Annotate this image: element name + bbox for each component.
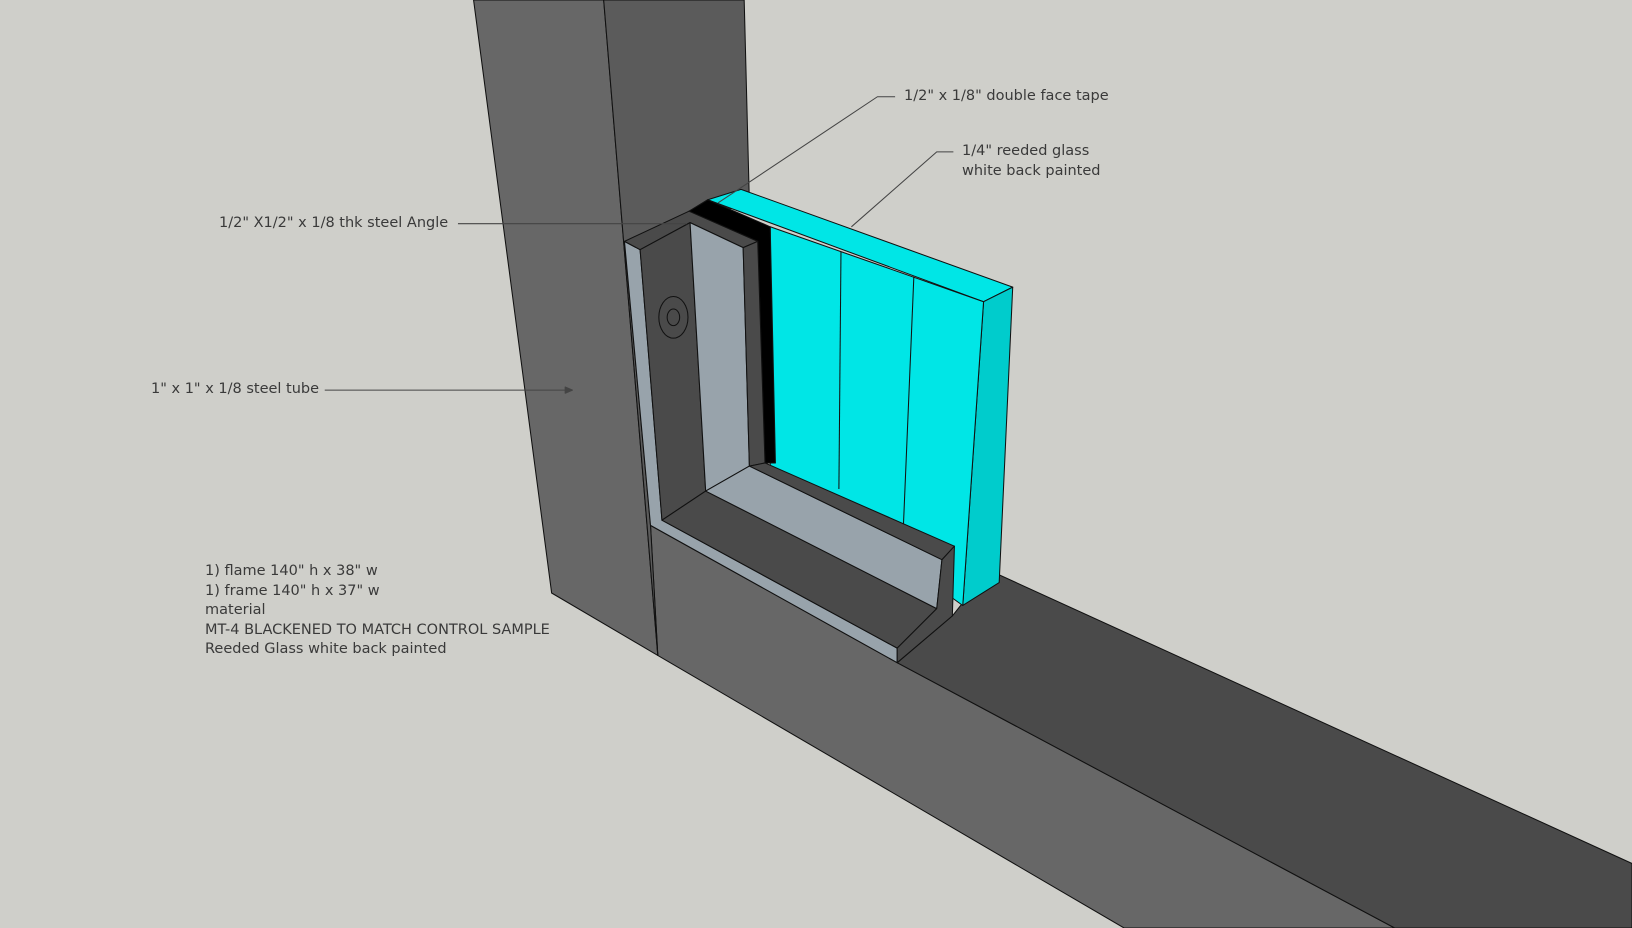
arrow-icon	[564, 386, 573, 394]
screw-hole	[666, 308, 681, 327]
note-line: 1) flame 140" h x 38" w	[205, 563, 378, 579]
leader-lines	[324, 96, 954, 394]
note-line: MT-4 BLACKENED TO MATCH CONTROL SAMPLE	[205, 621, 550, 638]
leader-glass	[851, 151, 954, 228]
label-tape: 1/2" x 1/8" double face tape	[904, 88, 1109, 104]
label-glass-line2: white back painted	[962, 163, 1101, 179]
reed-line	[902, 276, 915, 526]
screw-icon	[658, 295, 689, 339]
angle-end	[896, 545, 955, 664]
label-glass-line1: 1/4" reeded glass	[962, 143, 1090, 159]
leader-tape	[717, 96, 896, 204]
label-angle: 1/2" X1/2" x 1/8 thk steel Angle	[219, 215, 449, 231]
note-line: Reeded Glass white back painted	[205, 641, 447, 657]
label-tube: 1" x 1" x 1/8 steel tube	[151, 381, 320, 397]
note-line: 1) frame 140" h x 37" w	[205, 582, 380, 599]
notes-block: 1) flame 140" h x 38" w 1) frame 140" h …	[205, 562, 550, 660]
reed-line	[838, 251, 842, 489]
note-line: material	[205, 602, 266, 618]
